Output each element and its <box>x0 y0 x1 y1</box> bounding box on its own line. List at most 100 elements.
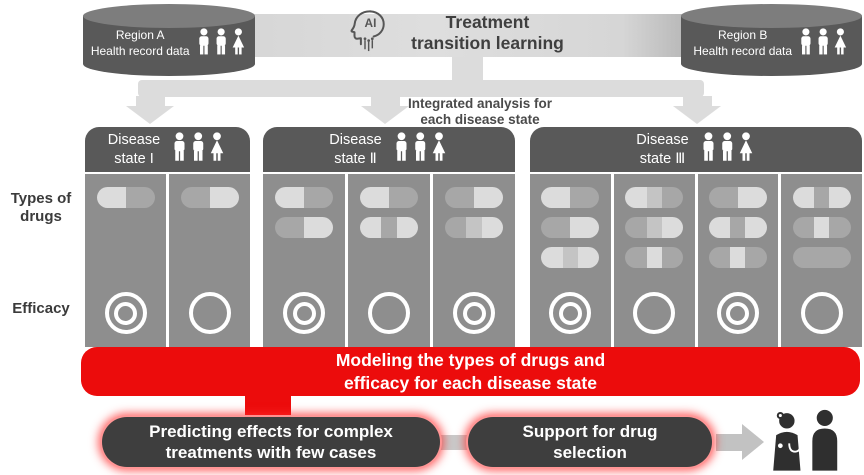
pill-segment <box>745 247 767 268</box>
drug-pill <box>275 217 333 238</box>
people-icon <box>701 132 756 167</box>
drug-pill <box>360 217 418 238</box>
pill-segment <box>562 247 578 268</box>
drug-column <box>85 174 166 347</box>
pill-segment <box>96 187 126 208</box>
drug-column <box>530 174 611 347</box>
pill-segment <box>708 187 738 208</box>
pill-segment <box>570 187 600 208</box>
region-b-database-cylinder: Region B Health record data <box>681 4 862 76</box>
efficacy-single-circle <box>800 292 843 334</box>
drug-pill <box>625 247 684 268</box>
efficacy-label: Efficacy <box>12 300 70 317</box>
right-arrow-icon <box>742 424 764 460</box>
arrow-stem <box>370 96 400 106</box>
pill-segment <box>737 187 767 208</box>
support-box: Support for drug selection <box>468 417 712 467</box>
pill-segment <box>389 187 418 208</box>
integrated-analysis-label: Integrated analysis for each disease sta… <box>407 96 553 127</box>
efficacy-single-circle <box>368 292 410 334</box>
arrow-head-icon <box>361 106 409 124</box>
efficacy-double-circle <box>549 292 592 334</box>
drug-pill <box>625 217 684 238</box>
pill-segment <box>625 187 647 208</box>
people-icon <box>703 132 752 161</box>
pill-segment <box>209 187 239 208</box>
pill-segment <box>381 217 397 238</box>
people-icon <box>198 28 244 55</box>
pill-segment <box>661 217 684 238</box>
arrow-stem <box>682 96 712 106</box>
region-a-database-cylinder: Region A Health record data <box>83 4 255 76</box>
drug-pill <box>792 187 851 208</box>
types-of-drugs-label: Types of drugs <box>10 190 72 225</box>
pill-segment <box>708 247 731 268</box>
pill-segment <box>646 247 662 268</box>
pill-segment <box>625 217 647 238</box>
drug-column <box>348 174 430 347</box>
drug-pill <box>541 247 600 268</box>
drug-pill <box>445 217 503 238</box>
pill-segment <box>792 247 851 268</box>
drug-pill <box>708 217 767 238</box>
pill-segment <box>730 247 746 268</box>
pill-segment <box>661 187 684 208</box>
efficacy-single-circle <box>633 292 676 334</box>
man-icon <box>174 132 185 161</box>
drug-pill <box>360 187 418 208</box>
man-icon <box>216 28 226 55</box>
drug-pill <box>275 187 333 208</box>
pill-segment <box>360 187 389 208</box>
efficacy-inner-circle <box>726 301 750 325</box>
pill-segment <box>570 217 600 238</box>
pill-segment <box>745 217 767 238</box>
drug-pill <box>792 247 851 268</box>
pill-segment <box>829 217 851 238</box>
people-icon <box>174 132 224 161</box>
man-icon <box>193 132 204 161</box>
cylinder-top <box>681 4 862 28</box>
drug-pill <box>708 187 767 208</box>
pill-segment <box>304 187 333 208</box>
pill-segment <box>792 187 815 208</box>
pill-segment <box>125 187 155 208</box>
down-arrow-left <box>126 96 174 124</box>
arrow-stem <box>135 96 165 106</box>
pill-segment <box>275 187 304 208</box>
drug-pill <box>96 187 155 208</box>
efficacy-single-circle <box>188 292 231 334</box>
drug-column <box>697 174 779 347</box>
woman-icon <box>432 132 445 161</box>
drug-pill <box>541 217 600 238</box>
right-arrow-stem <box>716 434 742 451</box>
drug-pill <box>792 217 851 238</box>
region-a-label: Region A Health record data <box>90 28 190 58</box>
pill-segment <box>275 217 304 238</box>
efficacy-double-circle <box>453 292 495 334</box>
cylinder-top <box>83 4 255 28</box>
pill-segment <box>646 187 662 208</box>
pill-segment <box>814 217 830 238</box>
pill-segment <box>814 187 830 208</box>
woman-icon <box>210 132 224 161</box>
pill-segment <box>708 217 731 238</box>
pill-segment <box>445 217 467 238</box>
woman-icon <box>834 28 847 55</box>
drug-column <box>433 174 515 347</box>
man-icon <box>801 28 811 55</box>
pill-segment <box>646 217 662 238</box>
page-title: Treatment transition learning <box>411 12 564 53</box>
arrow-head-icon <box>126 106 174 124</box>
pill-segment <box>180 187 210 208</box>
man-icon <box>818 28 828 55</box>
pill-segment <box>541 217 571 238</box>
pill-segment <box>792 217 815 238</box>
people-icon <box>799 28 850 60</box>
drug-pill <box>708 247 767 268</box>
